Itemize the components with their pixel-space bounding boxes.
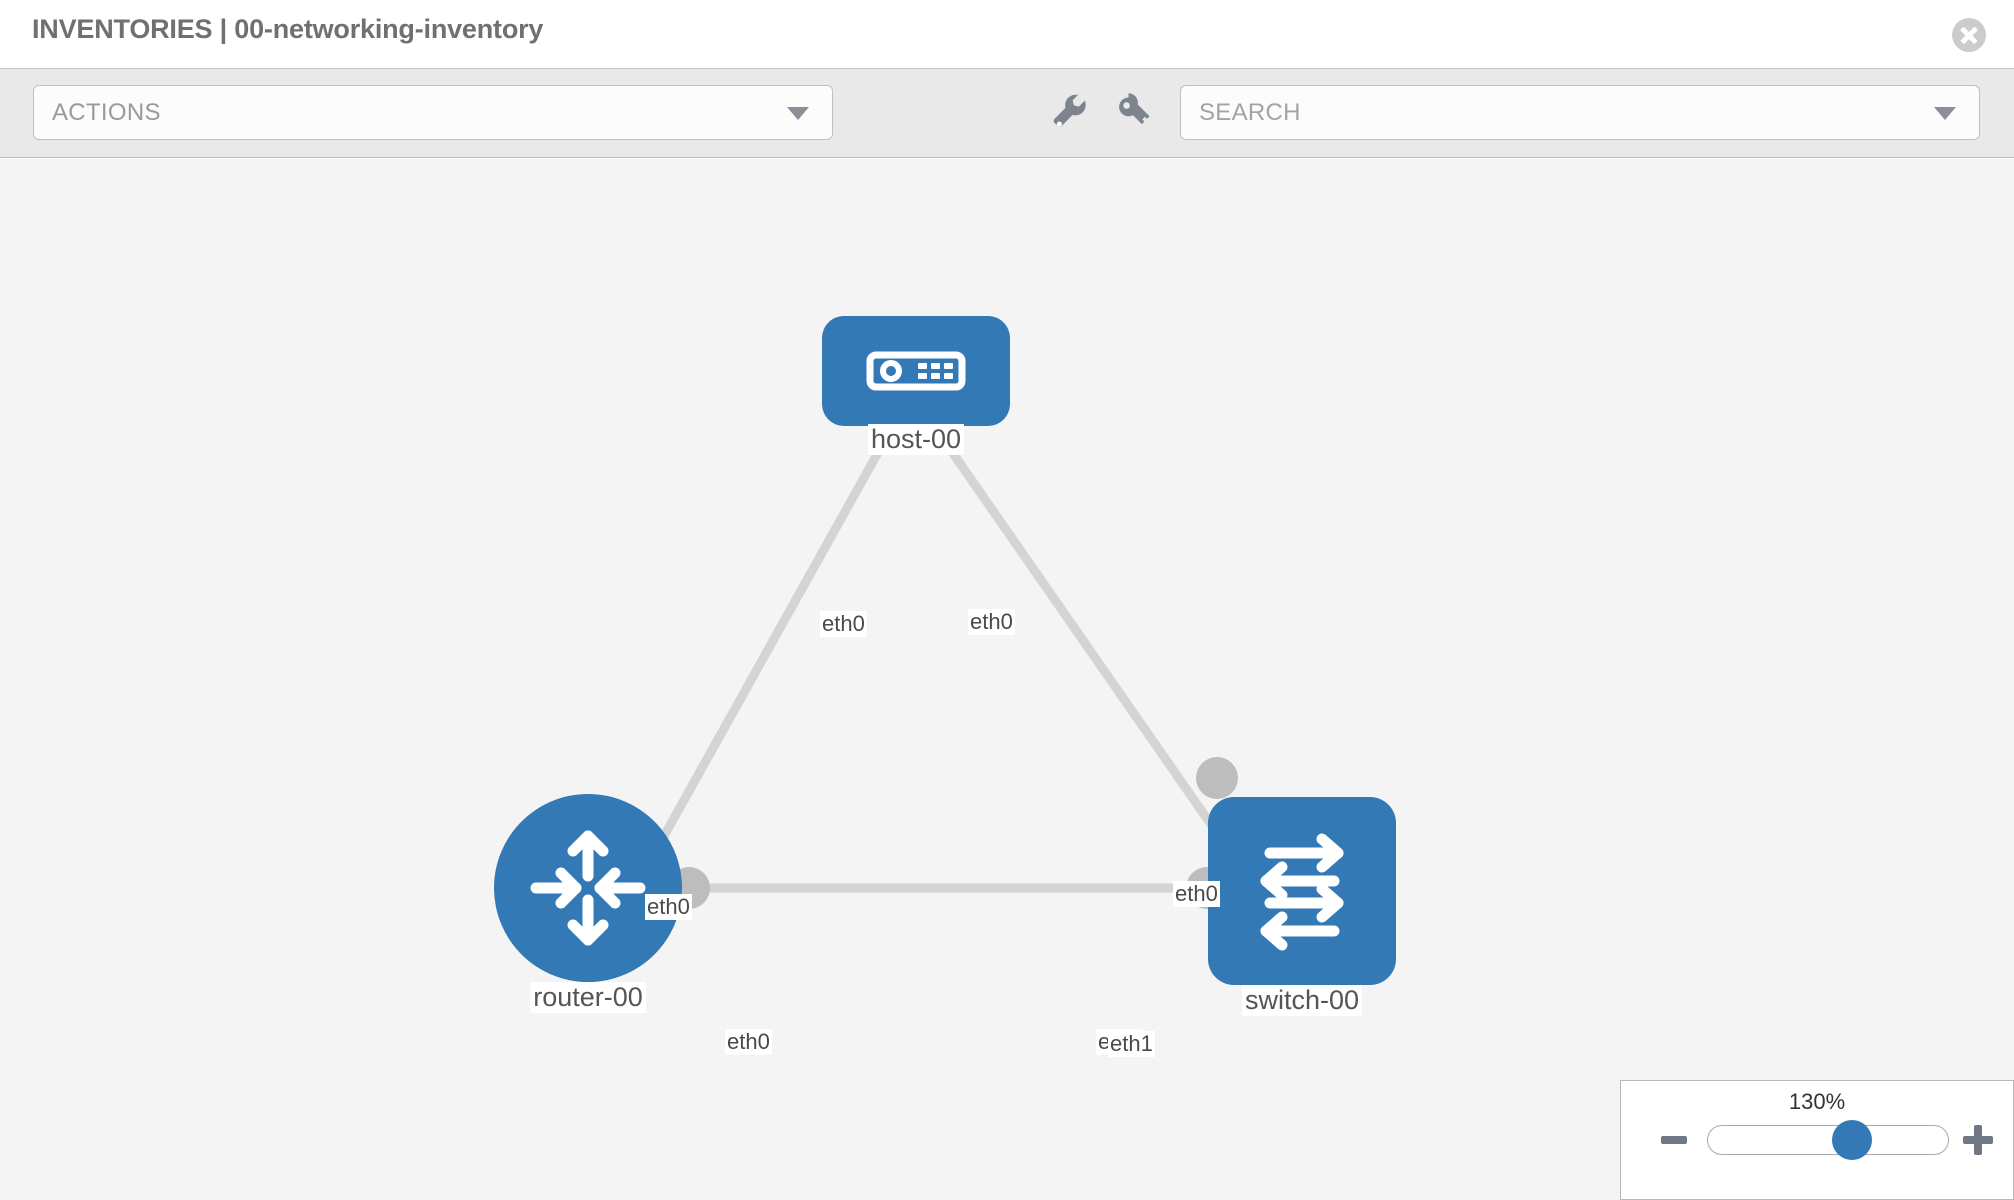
host-node-label: host-00 [867, 424, 965, 455]
edge-label-host-right: eth0 [968, 609, 1015, 635]
topology-node-host-00[interactable]: host-00 [822, 316, 1010, 455]
edge-label-switch-upper: eth0 [1173, 881, 1220, 907]
search-input[interactable]: SEARCH [1180, 85, 1980, 140]
key-icon[interactable] [1113, 91, 1159, 140]
topology-node-router-00[interactable]: router-00 [494, 794, 682, 1013]
edge-label-switch-left: eth1 [1108, 1031, 1155, 1057]
server-icon [866, 351, 966, 391]
edge-label-host-left: eth0 [820, 611, 867, 637]
zoom-out-button[interactable] [1661, 1136, 1687, 1144]
topology-canvas[interactable]: host-00 r [0, 159, 2014, 1200]
switch-node-shape [1208, 797, 1396, 985]
actions-dropdown[interactable]: ACTIONS [33, 85, 833, 140]
zoom-control-panel: 130% [1620, 1080, 2014, 1200]
router-arrows-icon [530, 830, 646, 946]
search-input-placeholder: SEARCH [1199, 99, 1301, 126]
page-header: INVENTORIES | 00-networking-inventory [0, 0, 2014, 68]
zoom-slider[interactable] [1707, 1120, 1949, 1160]
chevron-down-icon [787, 107, 809, 120]
router-node-shape [494, 794, 682, 982]
page-title: INVENTORIES | 00-networking-inventory [32, 14, 544, 44]
router-node-label: router-00 [530, 982, 646, 1013]
edge-label-router-upper: eth0 [645, 894, 692, 920]
interface-knob-switch-upper[interactable] [1196, 757, 1238, 799]
edge-label-router-right: eth0 [725, 1029, 772, 1055]
host-node-shape [822, 316, 1010, 426]
chevron-down-icon[interactable] [1934, 107, 1956, 120]
topology-node-switch-00[interactable]: switch-00 [1208, 797, 1396, 1016]
topology-edges [636, 446, 1239, 893]
wrench-icon[interactable] [1045, 91, 1091, 140]
close-icon[interactable] [1952, 18, 1986, 52]
zoom-in-button[interactable] [1963, 1125, 1993, 1155]
toolbar: ACTIONS SEARCH [0, 68, 2014, 158]
zoom-slider-thumb[interactable] [1832, 1120, 1872, 1160]
switch-node-label: switch-00 [1241, 985, 1363, 1016]
zoom-level-label: 130% [1788, 1089, 1846, 1114]
actions-dropdown-label: ACTIONS [52, 99, 161, 126]
switch-arrows-icon [1260, 833, 1344, 951]
